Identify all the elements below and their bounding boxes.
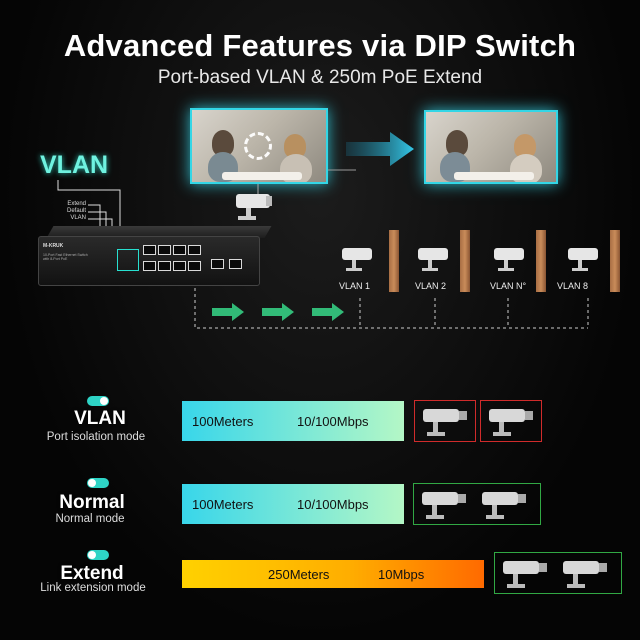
poe-port <box>188 245 201 255</box>
cctv-camera-icon <box>422 492 466 519</box>
cctv-camera-icon <box>503 561 547 588</box>
extend-distance: 250Meters <box>268 566 330 582</box>
normal-mode-bar: 100Meters 10/100Mbps <box>182 484 404 524</box>
poe-port <box>143 261 156 271</box>
vlan-heading: VLAN <box>40 151 109 179</box>
page-title: Advanced Features via DIP Switch <box>63 28 577 63</box>
cctv-camera-icon <box>494 248 524 271</box>
cctv-camera-icon <box>418 248 448 271</box>
vlan-mode-bar: 100Meters 10/100Mbps <box>182 401 404 441</box>
camera-label-vlan-n: VLAN N° <box>490 281 527 291</box>
dip-switch[interactable] <box>117 249 139 271</box>
cctv-camera-icon <box>563 561 607 588</box>
wall-divider <box>389 230 399 292</box>
flow-arrow-icon <box>212 303 344 321</box>
extend-mode-bar: 250Meters 10Mbps <box>182 560 484 588</box>
buffering-spinner-icon <box>244 132 272 160</box>
mode-desc-extend: Link extension mode <box>40 582 146 594</box>
wall-divider <box>536 230 546 292</box>
switch-model-text: 10-Port Fast Ethernet Switch with 8-Port… <box>43 253 88 261</box>
before-video-frame <box>190 108 328 184</box>
dip-label-vlan: VLAN <box>70 215 86 221</box>
isolated-camera-box <box>414 400 476 442</box>
normal-distance: 100Meters <box>192 496 254 512</box>
cctv-camera-icon <box>236 194 272 220</box>
shared-camera-box <box>413 483 541 525</box>
mode-name-normal: Normal <box>59 492 125 513</box>
poe-switch: M-KRUK 10-Port Fast Ethernet Switch with… <box>38 236 260 286</box>
cctv-camera-icon <box>342 248 372 271</box>
mode-name-vlan: VLAN <box>74 408 126 429</box>
extend-speed: 10Mbps <box>378 566 425 582</box>
poe-port <box>173 245 186 255</box>
camera-label-vlan-2: VLAN 2 <box>415 281 447 291</box>
poe-port <box>143 245 156 255</box>
cctv-camera-icon <box>482 492 526 519</box>
vlan-mode-toggle-icon <box>87 396 109 406</box>
dip-label-extend: Extend <box>67 201 86 207</box>
vlan-speed: 10/100Mbps <box>297 413 369 429</box>
dip-label-default: Default <box>66 208 86 214</box>
cctv-camera-icon <box>489 409 533 436</box>
wall-divider <box>460 230 470 292</box>
cctv-camera-icon <box>568 248 598 271</box>
normal-mode-toggle-icon <box>87 478 109 488</box>
after-video-frame <box>424 110 558 184</box>
camera-label-vlan-1: VLAN 1 <box>339 281 371 291</box>
right-arrow-icon <box>346 132 414 166</box>
dip-switch-labels: Extend Default VLAN <box>56 201 86 222</box>
extended-camera-box <box>494 552 622 594</box>
isolated-camera-box <box>480 400 542 442</box>
switch-brand-logo: M-KRUK <box>43 243 64 249</box>
poe-port <box>158 245 171 255</box>
normal-speed: 10/100Mbps <box>297 496 369 512</box>
poe-port <box>173 261 186 271</box>
mode-name-extend: Extend <box>60 563 124 584</box>
poe-port <box>188 261 201 271</box>
uplink-port <box>211 259 224 269</box>
mode-desc-normal: Normal mode <box>55 513 125 525</box>
cctv-camera-icon <box>423 409 467 436</box>
vlan-distance: 100Meters <box>192 413 254 429</box>
wall-divider <box>610 230 620 292</box>
poe-port <box>158 261 171 271</box>
uplink-port <box>229 259 242 269</box>
camera-label-vlan-8: VLAN 8 <box>557 281 589 291</box>
page-subtitle: Port-based VLAN & 250m PoE Extend <box>157 67 483 88</box>
mode-desc-vlan: Port isolation mode <box>46 431 146 443</box>
extend-mode-toggle-icon <box>87 550 109 560</box>
